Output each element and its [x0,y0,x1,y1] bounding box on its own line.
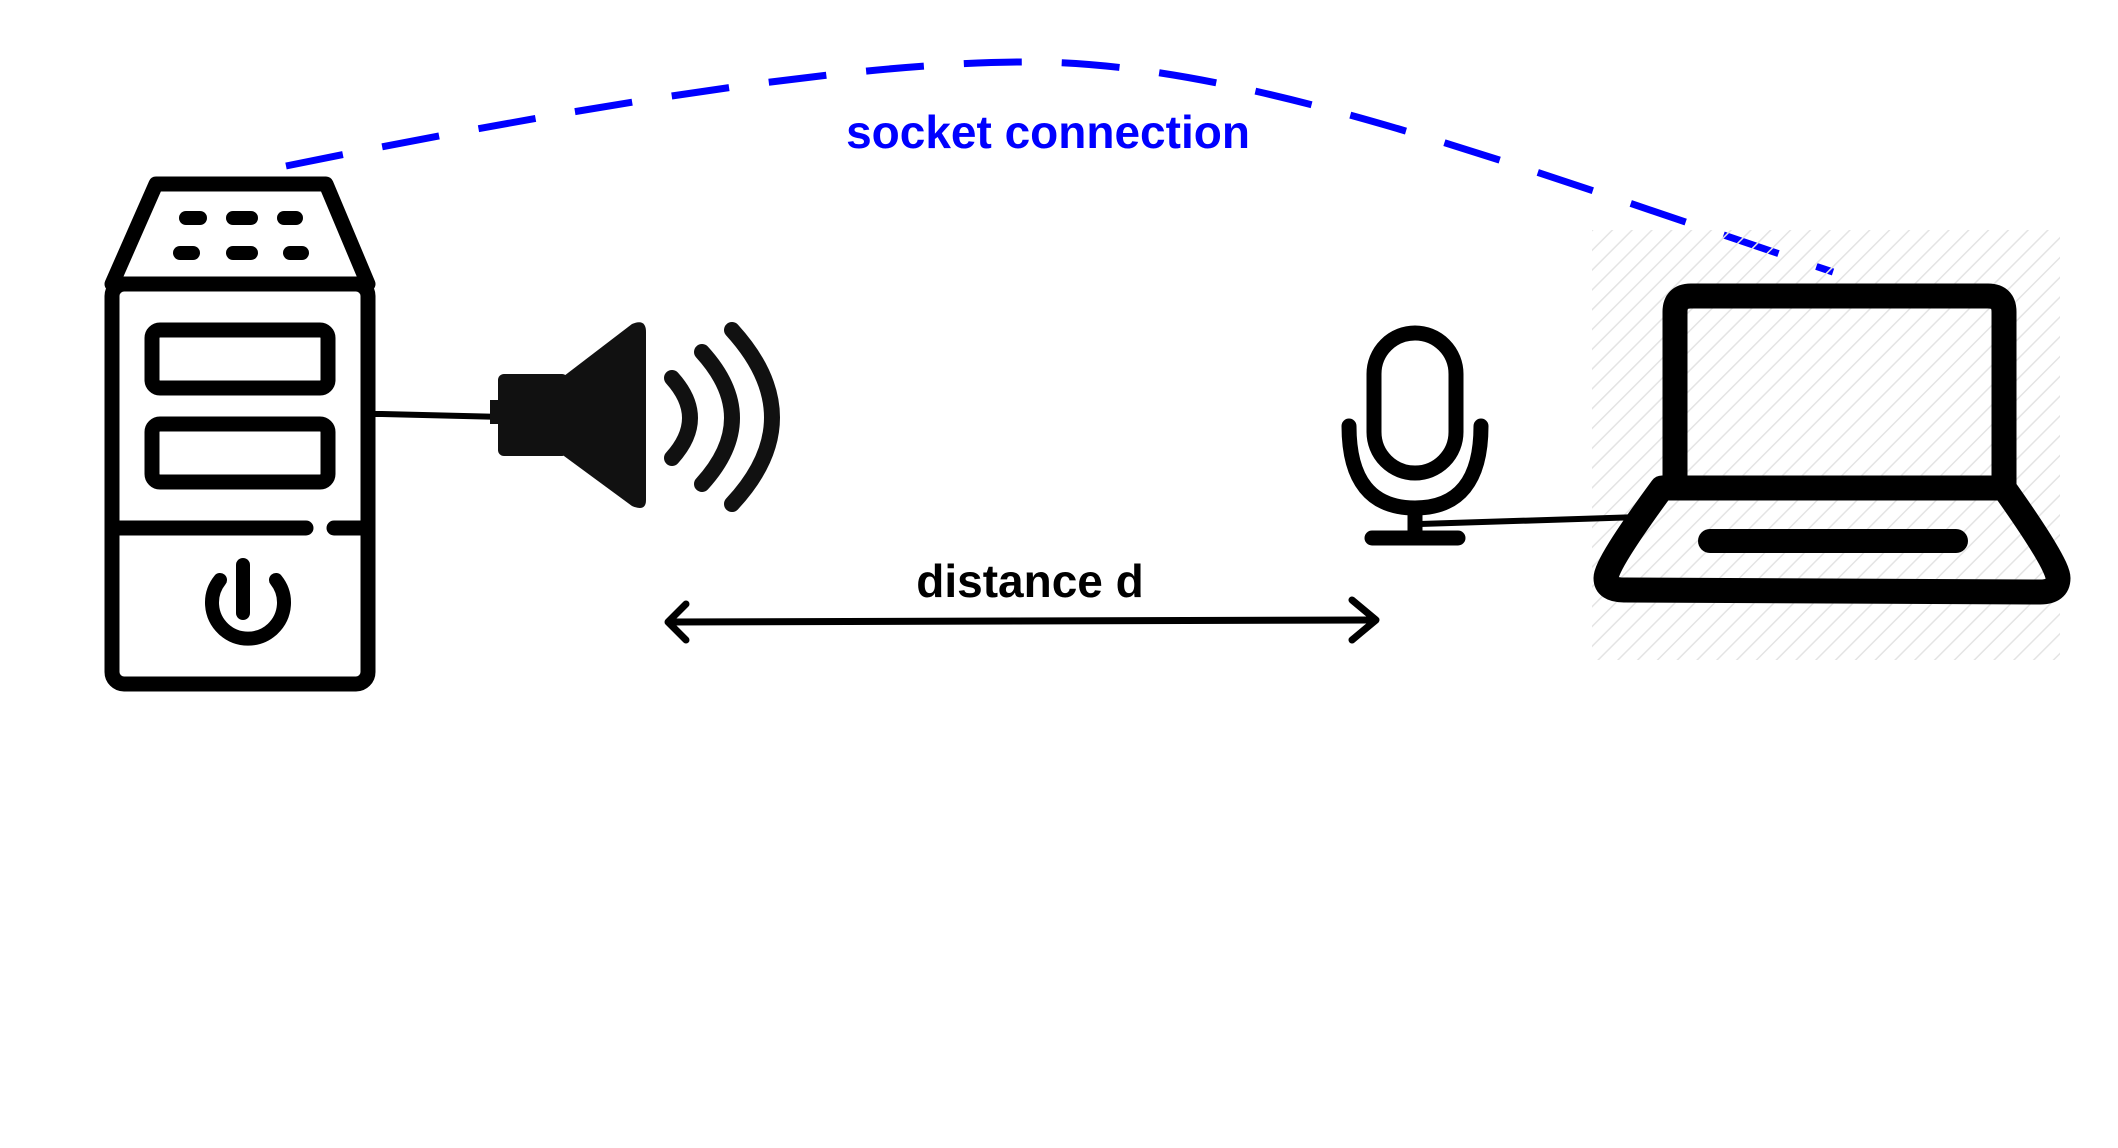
laptop-icon [1593,283,2071,605]
power-icon [205,573,291,646]
microphone-icon [1341,325,1489,546]
socket-connection-label: socket connection [846,106,1250,158]
microphone-cable [1419,514,1641,527]
speaker-cable [368,411,505,420]
distance-label: distance d [916,555,1144,607]
distance-arrow [664,596,1380,644]
speaker-icon [490,322,780,512]
server-tower-icon [104,176,376,692]
socket-connection-arc [285,58,1835,276]
